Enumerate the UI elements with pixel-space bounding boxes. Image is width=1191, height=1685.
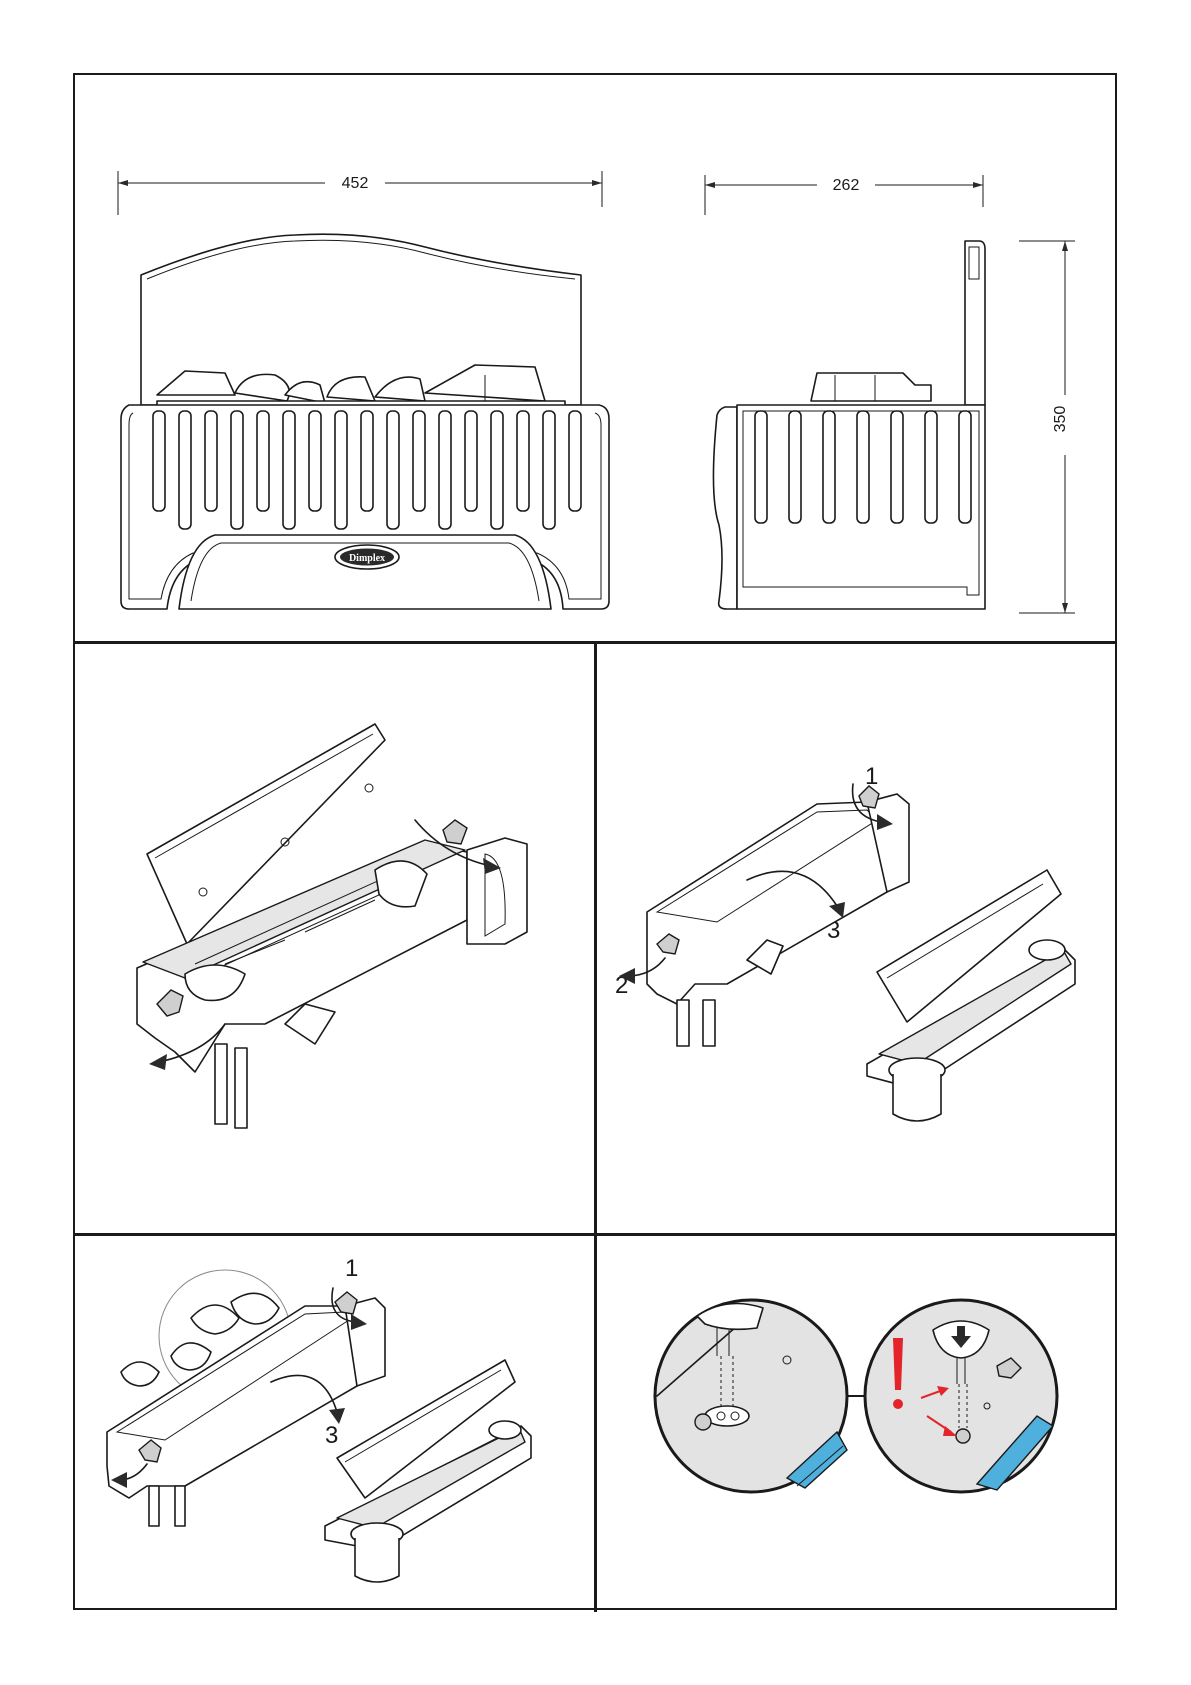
brand-badge-text: Dimplex <box>349 553 385 564</box>
step-1-label: 1 <box>865 763 878 790</box>
step-panel-remove-fuel-bed <box>75 644 594 1233</box>
detail-circle-bulb-insertion <box>865 1300 1057 1492</box>
width-label: 452 <box>342 175 369 192</box>
step-1-label-b: 1 <box>345 1255 358 1282</box>
depth-label: 262 <box>833 177 860 194</box>
dimension-panel: 452 262 350 <box>75 75 1115 641</box>
width-dimension: 452 <box>118 171 602 215</box>
front-view-drawing: Dimplex <box>121 234 609 609</box>
height-label: 350 <box>1052 406 1069 433</box>
instruction-sheet: 452 262 350 <box>73 73 1117 1610</box>
step-panel-fit-bulb-detail <box>597 1236 1115 1610</box>
depth-dimension: 262 <box>705 175 983 215</box>
step-3-label-b: 3 <box>325 1422 338 1449</box>
brand-badge: Dimplex <box>335 545 399 569</box>
side-view-drawing <box>713 241 985 609</box>
height-dimension: 350 <box>1019 241 1075 613</box>
step-panel-remove-tray: 1 2 3 <box>597 644 1115 1233</box>
step-panel-remove-bulbs: 1 2 3 <box>75 1236 594 1610</box>
detail-circle-bulb-holder <box>655 1300 847 1492</box>
